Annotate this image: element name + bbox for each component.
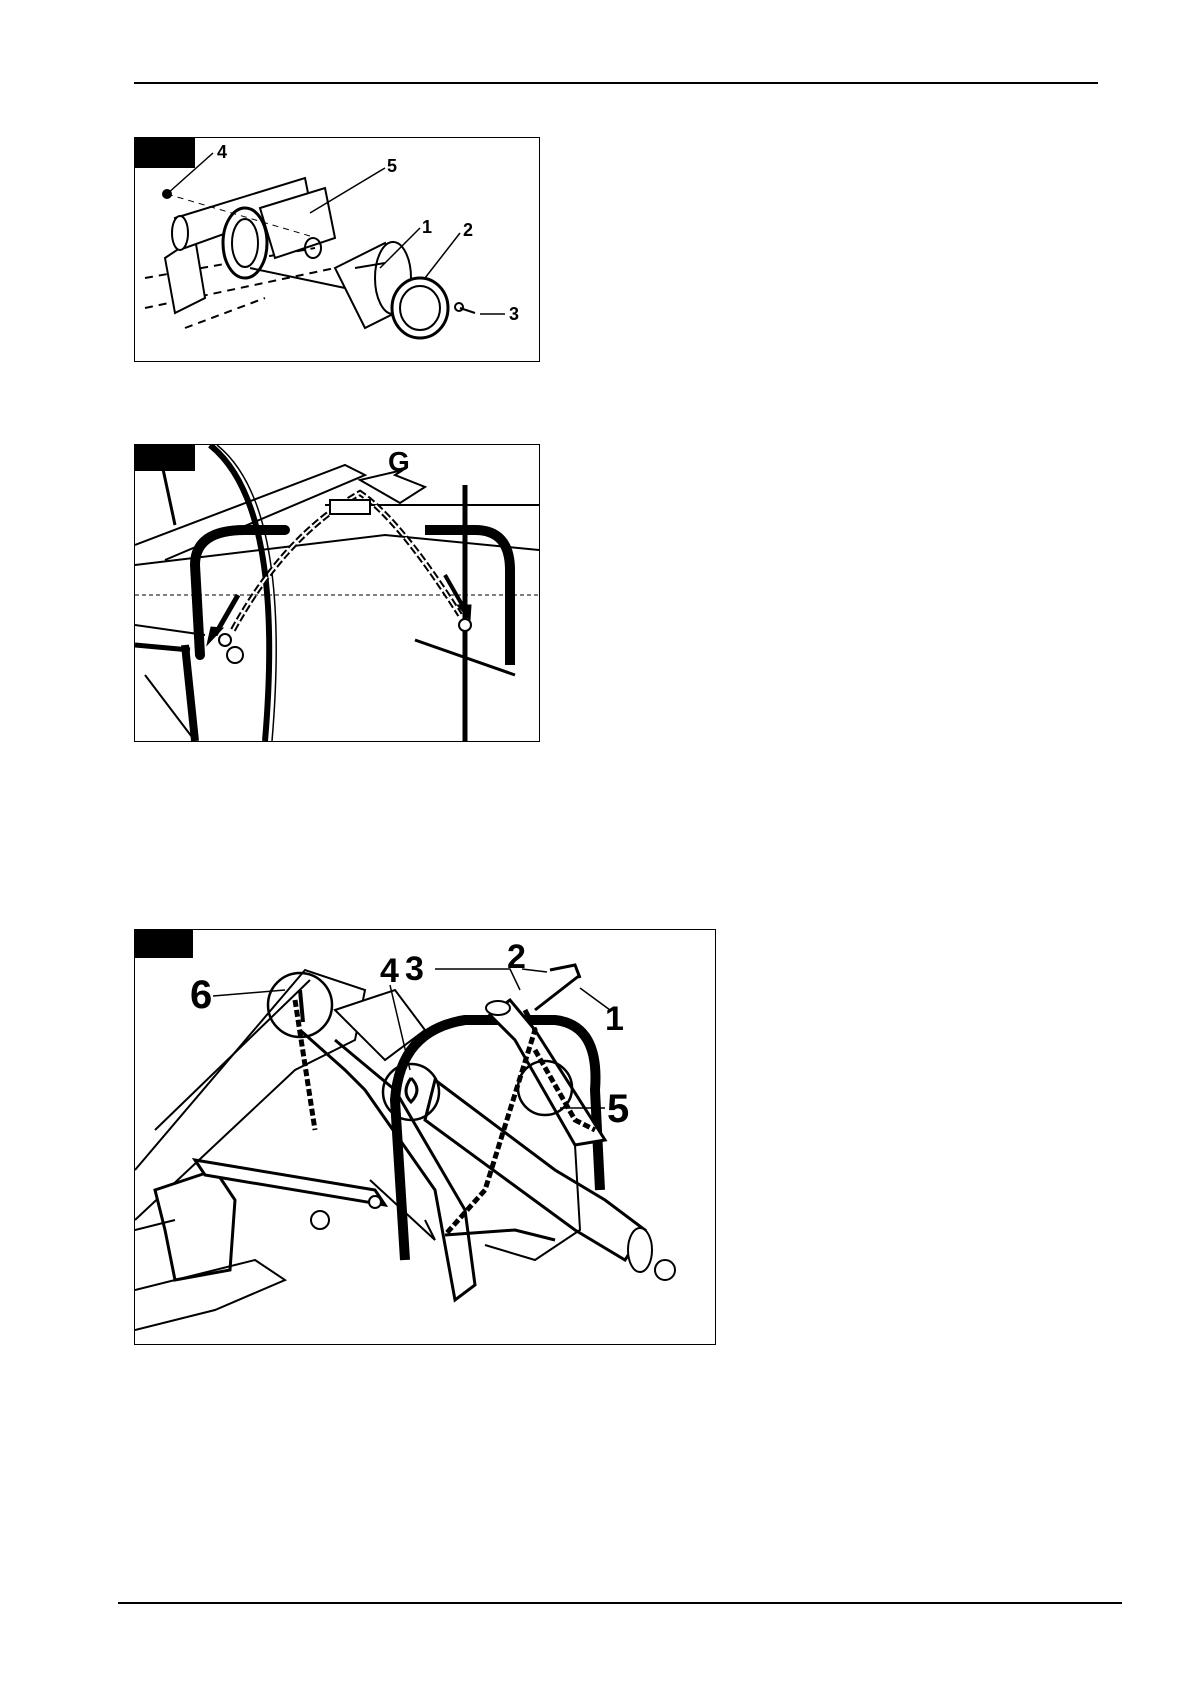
callout-1: 1 bbox=[605, 1000, 624, 1038]
callout-3: 3 bbox=[509, 304, 519, 324]
figure-b: G bbox=[134, 444, 540, 742]
callout-5: 5 bbox=[607, 1087, 629, 1131]
callout-2: 2 bbox=[507, 938, 526, 976]
callout-4: 4 bbox=[380, 952, 399, 990]
callout-1: 1 bbox=[422, 217, 432, 237]
callout-5: 5 bbox=[387, 156, 397, 176]
callout-6: 6 bbox=[190, 973, 212, 1017]
figure-b-drawing: G bbox=[135, 445, 539, 741]
callout-G: G bbox=[388, 446, 410, 477]
header-rule bbox=[134, 82, 1098, 84]
callout-2: 2 bbox=[463, 220, 473, 240]
figure-a-drawing: 4 5 1 2 3 bbox=[135, 138, 539, 361]
footer-rule bbox=[118, 1602, 1122, 1604]
callout-4: 4 bbox=[217, 142, 227, 162]
figure-c: 6 4 3 2 1 5 bbox=[134, 929, 716, 1345]
figure-c-drawing: 6 4 3 2 1 5 bbox=[135, 930, 715, 1344]
callout-3: 3 bbox=[405, 950, 424, 988]
figure-a: 4 5 1 2 3 bbox=[134, 137, 540, 362]
